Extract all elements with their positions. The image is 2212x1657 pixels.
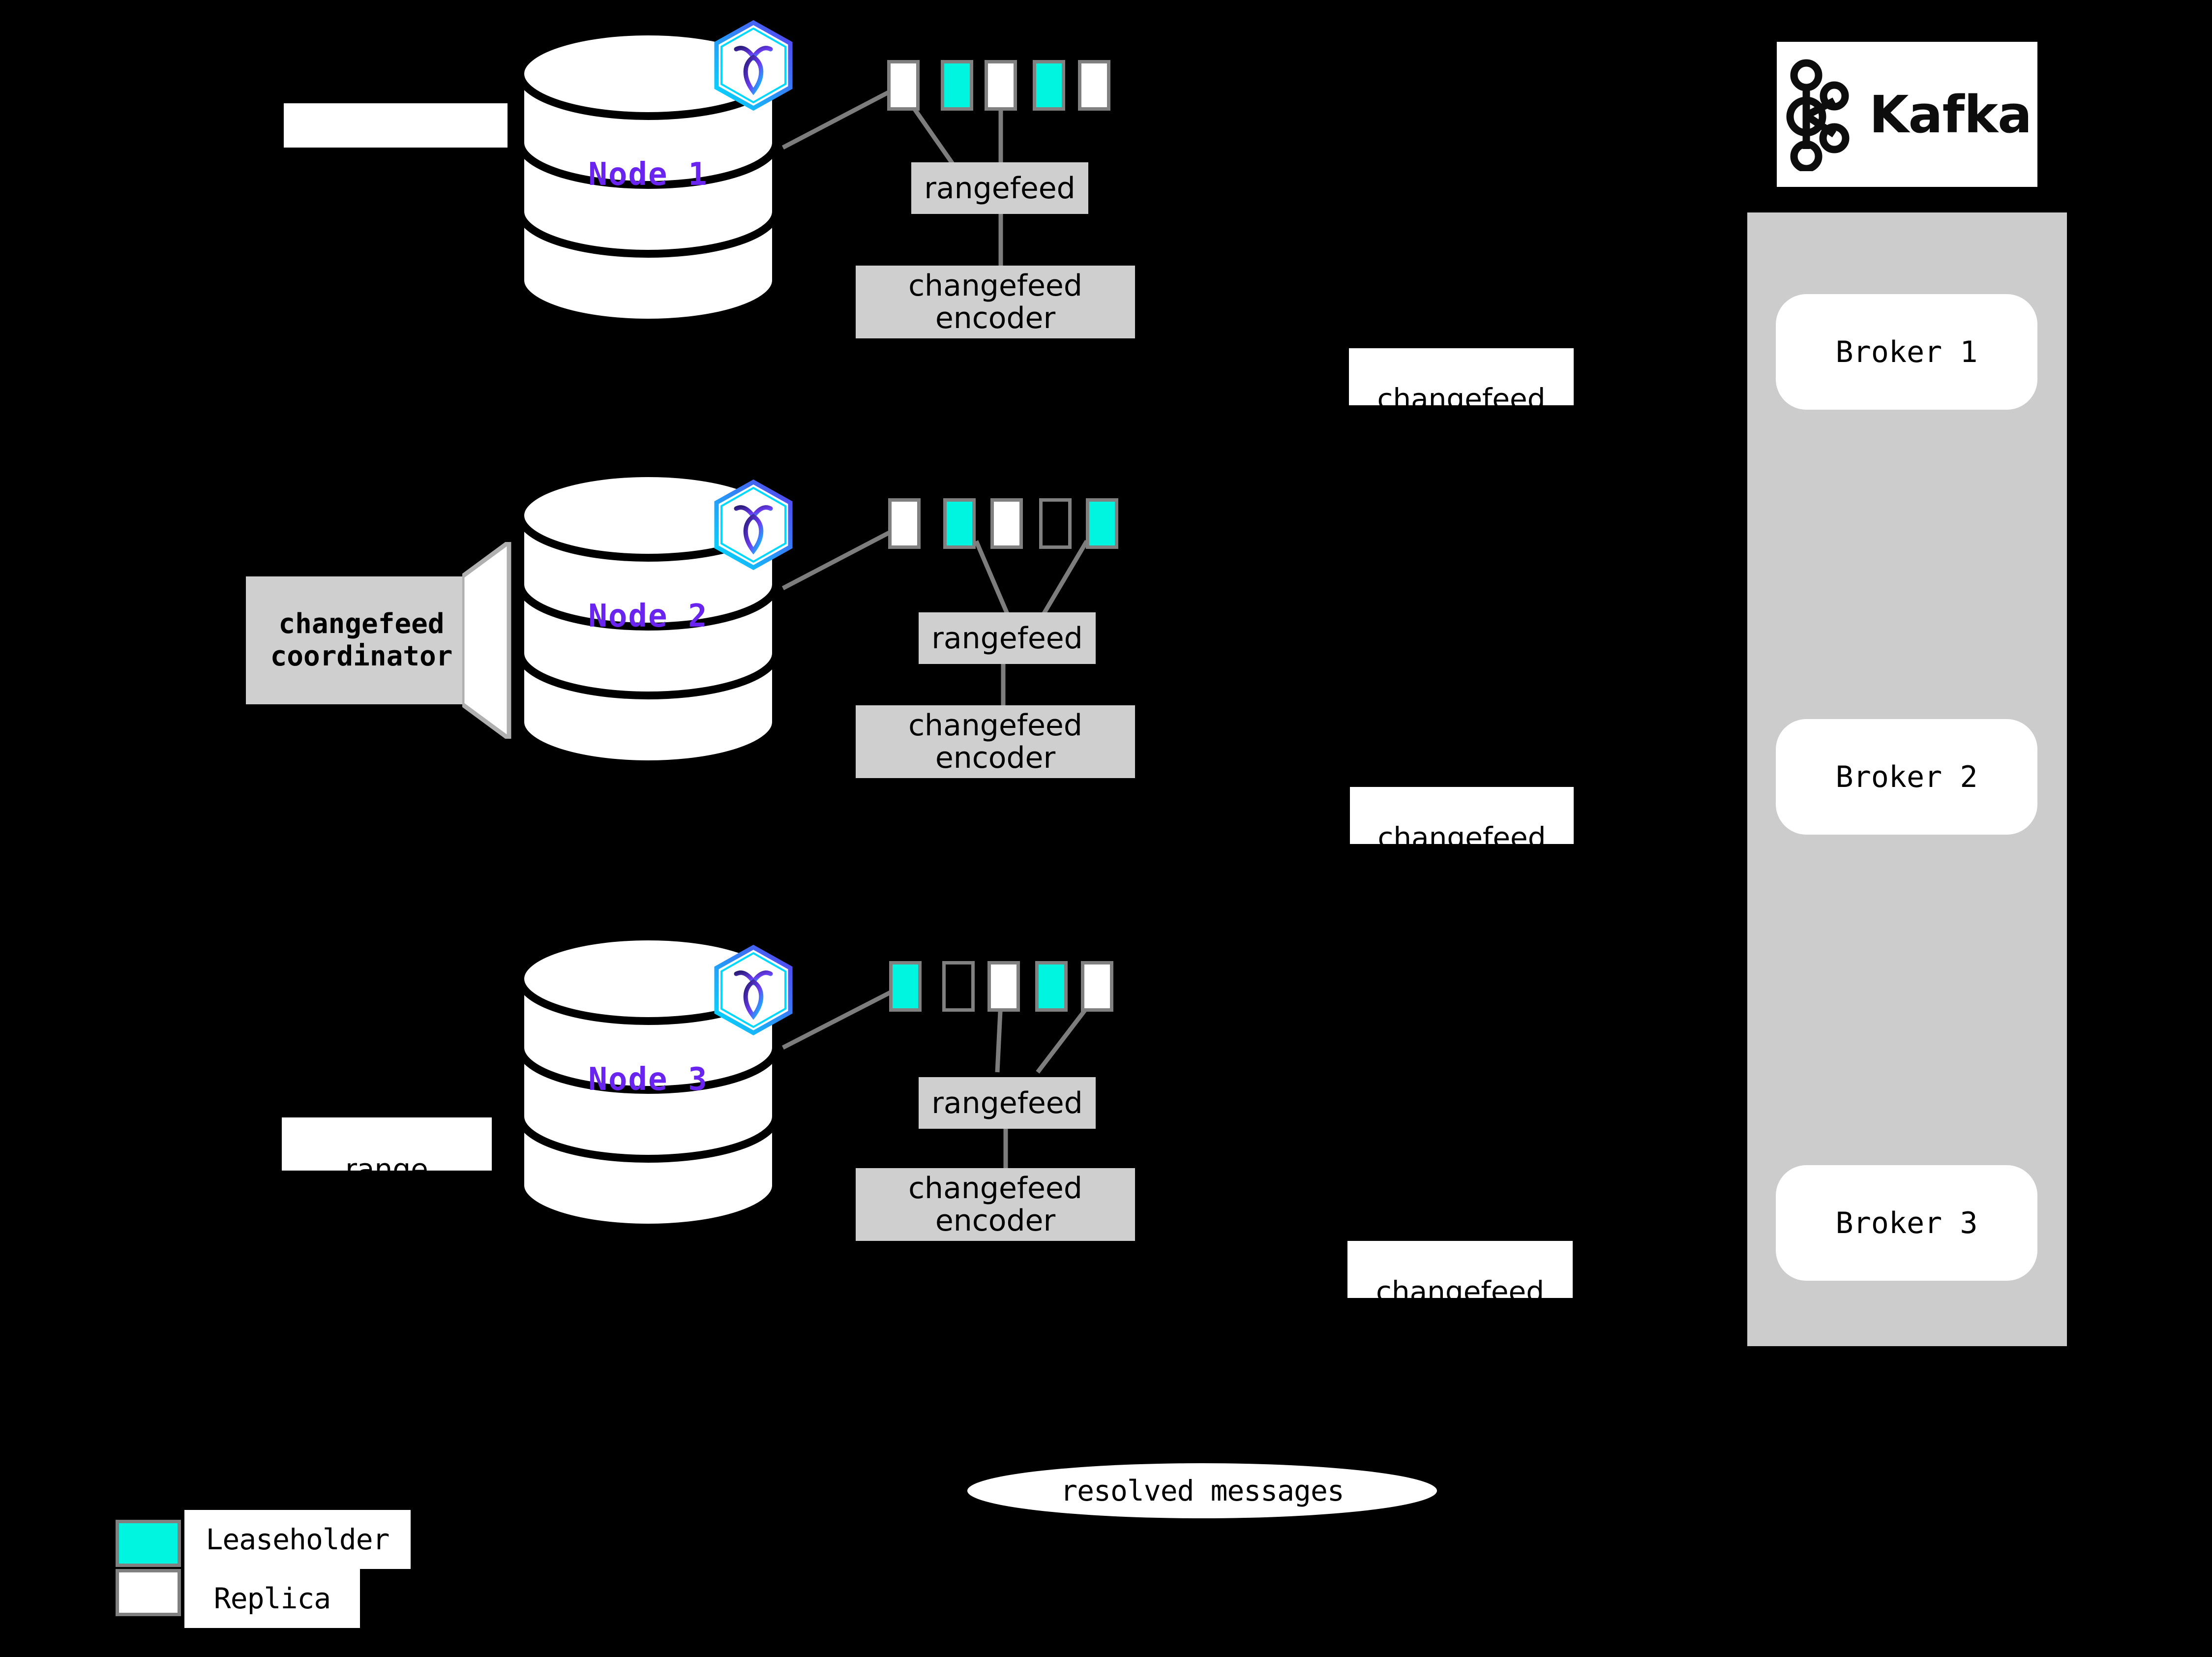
cockroachdb-hex-logo-icon <box>712 943 795 1039</box>
node2-range-5[interactable] <box>1086 498 1118 549</box>
node2-cylinder: Node 2 <box>515 466 781 771</box>
node1-range-checkpoints-label: range checkpoints <box>284 103 508 203</box>
node1-range-2[interactable] <box>941 60 973 111</box>
node3-range-4[interactable] <box>1035 961 1068 1012</box>
kafka-broker-1[interactable]: Broker 1 <box>1776 294 2037 410</box>
node1-label: Node 1 <box>588 156 708 193</box>
kafka-brand-label: Kafka <box>1869 84 2032 145</box>
node2-range-4[interactable] <box>1039 498 1072 549</box>
node2-changefeed-coordinator[interactable]: changefeed coordinator <box>246 542 521 739</box>
node2-range-2[interactable] <box>943 498 976 549</box>
changefeed-coordinator-box[interactable]: changefeed coordinator <box>246 576 477 704</box>
changefeed-messages-label-1: changefeed messages <box>1349 348 1574 447</box>
node2-range-3[interactable] <box>990 498 1023 549</box>
node1-range-4[interactable] <box>1033 60 1065 111</box>
cockroachdb-hex-logo-icon <box>712 19 795 114</box>
kafka-broker-3[interactable]: Broker 3 <box>1776 1165 2037 1281</box>
node1-changefeed-encoder-box[interactable]: changefeed encoder <box>856 266 1135 338</box>
node3-range-1[interactable] <box>889 961 922 1012</box>
kafka-node-graph-logo-icon <box>1783 56 1856 173</box>
kafka-logo-box: Kafka <box>1777 42 2037 187</box>
legend-swatch-leaseholder <box>116 1520 181 1567</box>
resolved-messages-pill[interactable]: resolved messages <box>967 1463 1437 1518</box>
node3-range-3[interactable] <box>987 961 1020 1012</box>
node2-range-1[interactable] <box>888 498 921 549</box>
node3-rangefeed-box[interactable]: rangefeed <box>919 1077 1096 1129</box>
node1-rangefeed-box[interactable]: rangefeed <box>911 162 1088 214</box>
node1-range-5[interactable] <box>1078 60 1110 111</box>
node3-range-2[interactable] <box>942 961 975 1012</box>
cockroachdb-hex-logo-icon <box>712 478 795 573</box>
changefeed-messages-label-3: changefeed messages <box>1347 1241 1573 1339</box>
node3-label: Node 3 <box>588 1061 708 1098</box>
node3-range-checkpoints-label: range checkpoints <box>282 1117 492 1217</box>
kafka-broker-2[interactable]: Broker 2 <box>1776 719 2037 835</box>
node2-label: Node 2 <box>588 598 708 634</box>
node1-cylinder: Node 1 <box>515 25 781 330</box>
node3-changefeed-encoder-box[interactable]: changefeed encoder <box>856 1168 1135 1241</box>
legend-label-replica: Replica <box>184 1569 360 1628</box>
node3-range-5[interactable] <box>1081 961 1113 1012</box>
node2-rangefeed-box[interactable]: rangefeed <box>919 612 1096 664</box>
node2-changefeed-encoder-box[interactable]: changefeed encoder <box>856 705 1135 778</box>
legend-swatch-replica <box>116 1569 181 1616</box>
changefeed-messages-label-2: changefeed messages <box>1350 787 1574 885</box>
legend-label-leaseholder: Leaseholder <box>184 1510 411 1569</box>
node1-range-3[interactable] <box>985 60 1017 111</box>
node1-range-1[interactable] <box>887 60 920 111</box>
coordinator-pointer <box>462 542 511 739</box>
